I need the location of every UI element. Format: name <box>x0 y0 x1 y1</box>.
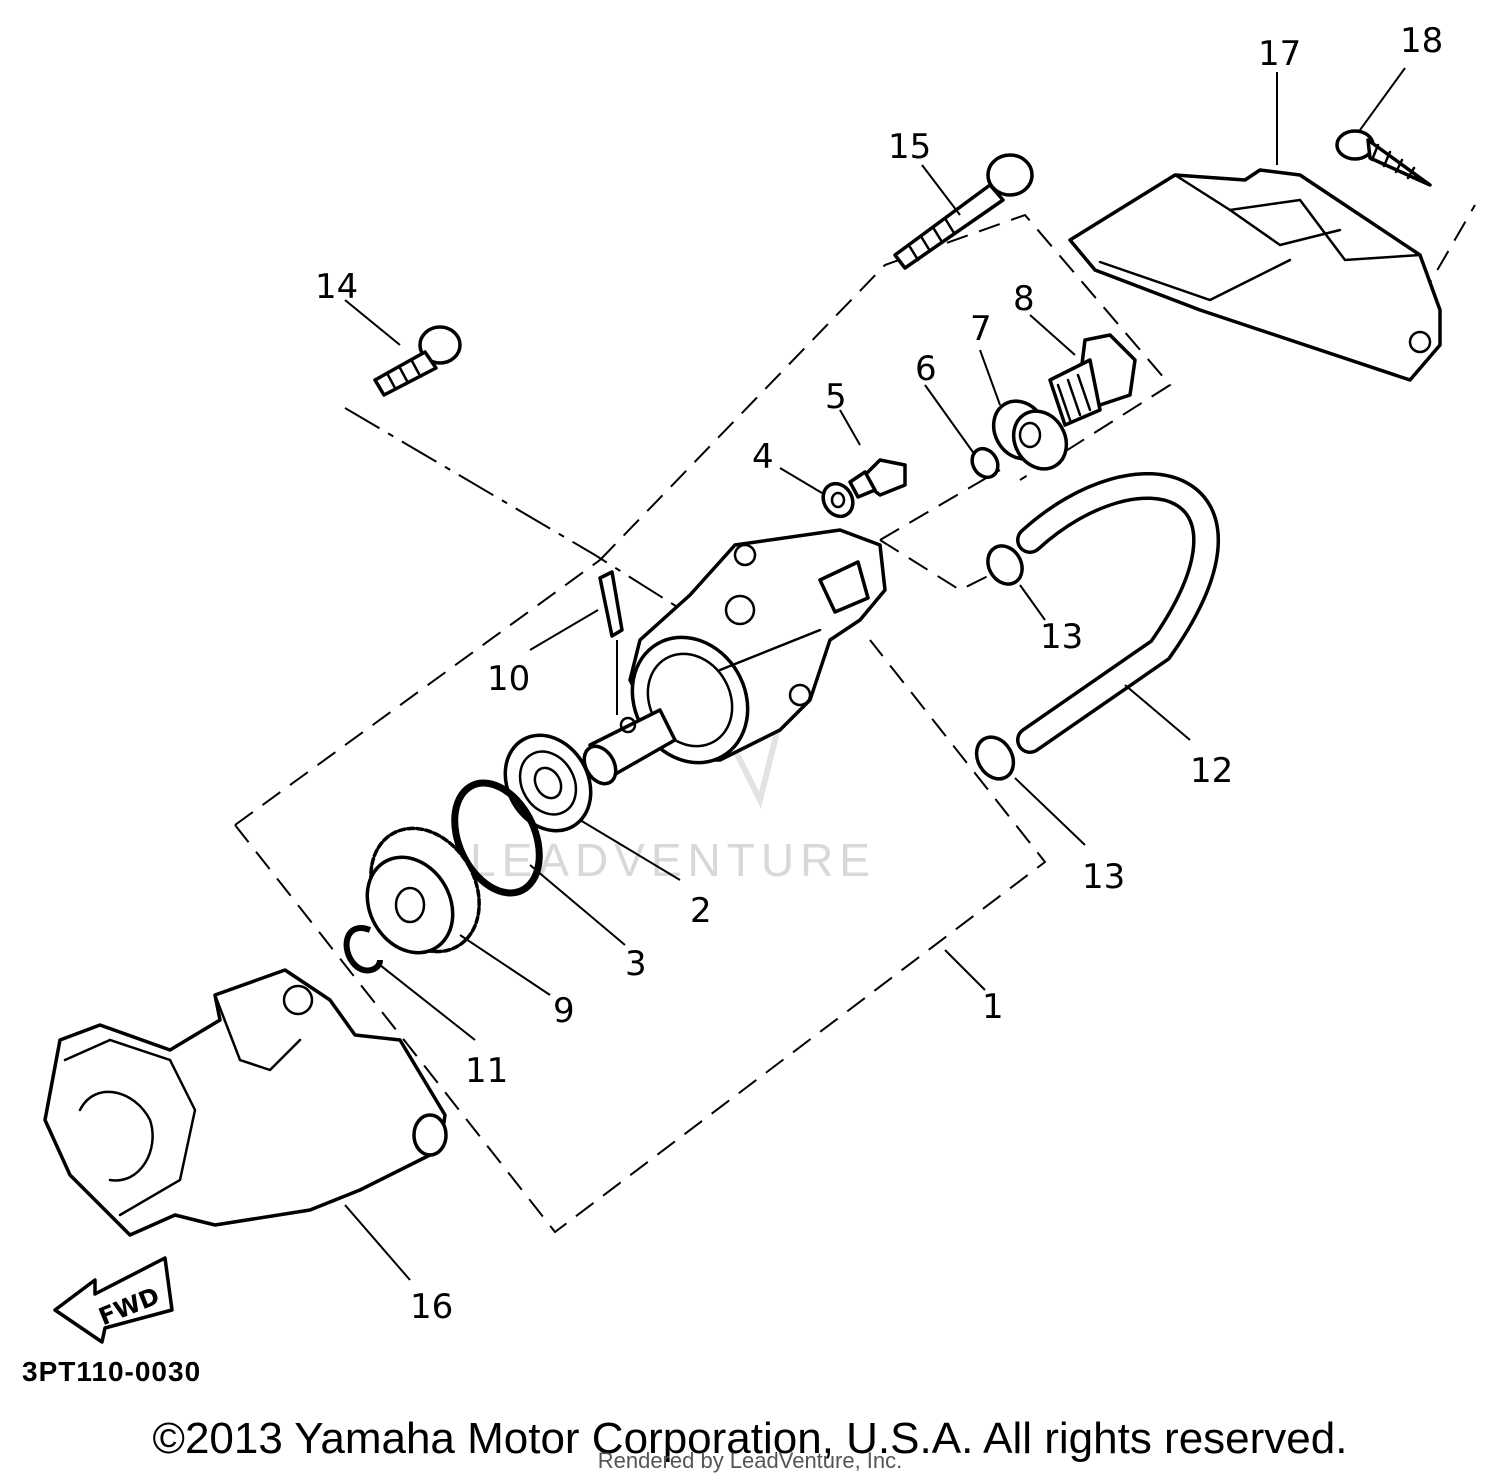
callout-10: 10 <box>487 659 530 699</box>
callout-11: 11 <box>465 1051 508 1091</box>
callout-4: 4 <box>752 437 774 477</box>
callout-14: 14 <box>315 267 358 307</box>
part-4-washer <box>821 481 855 519</box>
part-11-clip <box>343 925 383 974</box>
rendered-by-credit: Rendered by LeadVenture, Inc. <box>597 1448 903 1473</box>
callout-15: 15 <box>888 127 931 167</box>
callout-9: 9 <box>553 991 575 1031</box>
callout-12: 12 <box>1190 751 1233 791</box>
part-18-screw <box>1335 129 1432 187</box>
part-10-pin <box>598 570 624 638</box>
part-6-washer <box>970 446 1000 480</box>
part-13-clamp-lower <box>974 735 1016 781</box>
part-16-housing <box>43 968 448 1237</box>
callout-8: 8 <box>1013 279 1035 319</box>
part-7-washer <box>991 399 1069 471</box>
callout-13-upper: 13 <box>1040 617 1083 657</box>
callout-16: 16 <box>410 1287 453 1327</box>
callout-2: 2 <box>690 891 712 931</box>
callout-13-lower: 13 <box>1082 857 1125 897</box>
part-8-plug <box>1048 333 1137 427</box>
part-12-hose <box>1016 472 1220 754</box>
callout-17: 17 <box>1258 34 1301 74</box>
part-5-screw <box>848 458 907 499</box>
part-13-clamp-upper <box>986 544 1024 586</box>
diagram-code: 3PT110-0030 <box>22 1356 202 1387</box>
callout-7: 7 <box>970 309 992 349</box>
part-1-pump-assembly <box>582 528 887 786</box>
callout-6: 6 <box>915 349 937 389</box>
callout-5: 5 <box>825 377 847 417</box>
part-17-cover <box>1068 168 1442 382</box>
copyright-notice: ©2013 Yamaha Motor Corporation, U.S.A. A… <box>152 1414 1348 1463</box>
leader-lines <box>344 67 1406 1281</box>
callout-labels: 1 2 3 4 5 6 7 8 9 10 11 12 13 13 14 15 1… <box>315 21 1443 1327</box>
part-15-bolt <box>893 153 1034 270</box>
part-2-bearing <box>503 733 593 833</box>
part-14-bolt <box>373 325 462 397</box>
part-9-gear <box>365 826 481 955</box>
callout-18: 18 <box>1400 21 1443 61</box>
callout-3: 3 <box>625 944 647 984</box>
callout-1: 1 <box>982 987 1004 1027</box>
fwd-arrow: FWD <box>53 1256 174 1344</box>
